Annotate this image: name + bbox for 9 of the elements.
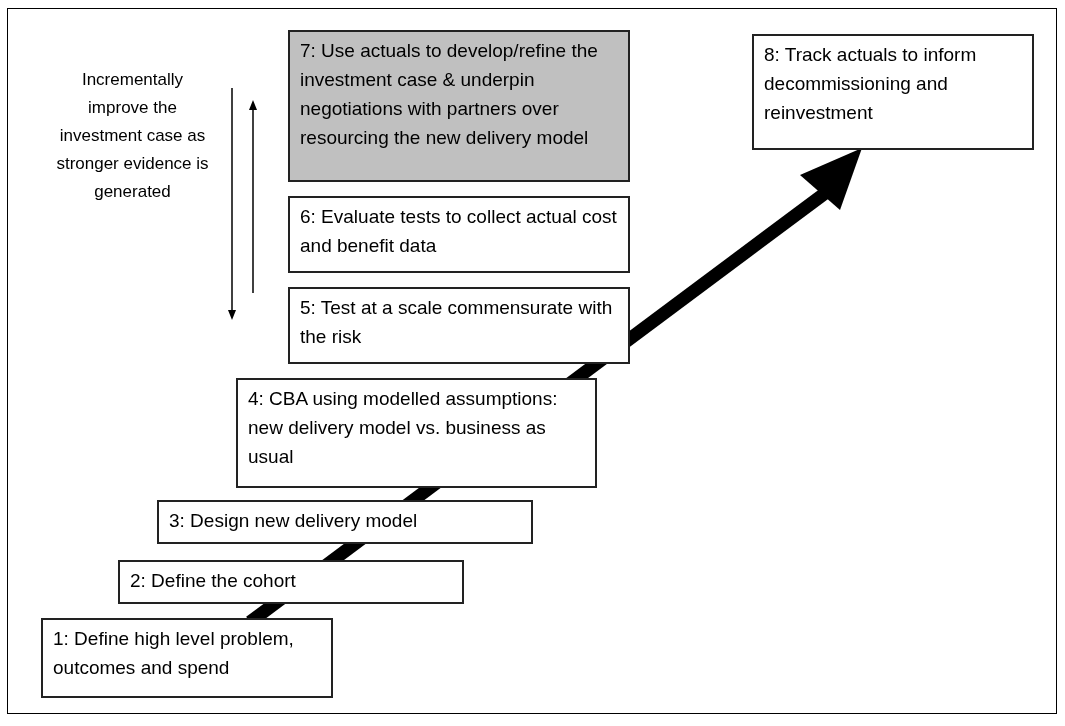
step-box: 2: Define the cohort (118, 560, 464, 604)
step-box: 7: Use actuals to develop/refine the investment case & underpin negotiations with partners over resourcing the new delivery model (288, 30, 630, 182)
step-box: 4: CBA using modelled assumptions: new delivery model vs. business as usual (236, 378, 597, 488)
step-box: 5: Test at a scale commensurate with the risk (288, 287, 630, 364)
step-box: 3: Design new delivery model (157, 500, 533, 544)
step-box: 8: Track actuals to inform decommissioning and reinvestment (752, 34, 1034, 150)
step-box: 6: Evaluate tests to collect actual cost and benefit data (288, 196, 630, 273)
step-box: 1: Define high level problem, outcomes and spend (41, 618, 333, 698)
note-text: Incrementally improve the investment case as stronger evidence is generated (55, 69, 210, 203)
